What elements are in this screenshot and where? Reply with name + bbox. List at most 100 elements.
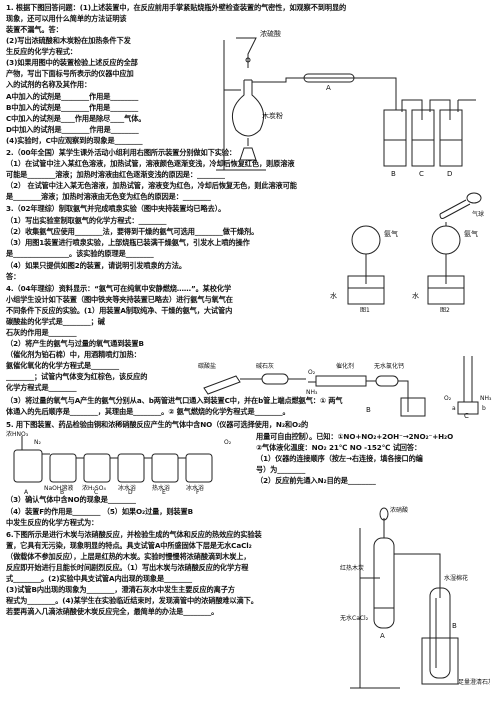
fig4-label-c: C — [464, 412, 469, 418]
fig5-label-d: D — [128, 489, 133, 494]
q3-part2: （2）收集氨气应使用________法，要得到干燥的氨气可选用________做… — [6, 227, 259, 236]
figure-3-fountain: 氨气 氨气 水 水 图1 图2 — [330, 222, 490, 312]
fig4-label-soda-lime: 碱石灰 — [256, 362, 274, 370]
fig1-label-a: A — [326, 84, 331, 92]
q3-answer: 答： — [6, 272, 21, 281]
figure-5-no-detection: 浓HNO₃ N₂ O₂ NaOH溶液 浓H₂SO₄ 冰水浴 热水浴 冰水浴 A … — [4, 430, 254, 494]
fig5-label-o2: O₂ — [224, 439, 232, 446]
q6-stem-cont2: （做载体不参加反应），上层是红热的木炭。实验时慢慢将浓硝酸滴到木炭上， — [6, 552, 251, 561]
q6-part3: 程式为________。(4)某学生在实验临近结束时，发现滴管中的浓硝酸难以滴下… — [6, 596, 258, 605]
fig1-label-conc-h2so4: 浓硫酸 — [260, 29, 281, 38]
fig4-label-b: B — [366, 406, 371, 414]
fig4-label-o2-2: O₂ — [444, 395, 452, 402]
fig5-label-b: B — [60, 489, 64, 494]
q5-part1-cont: 号）为________ — [256, 465, 306, 474]
fig4-label-nh3-1: NH₃ — [306, 389, 318, 396]
fig3-label-ammonia-2: 氨气 — [464, 229, 478, 238]
q1-part1: 装置不漏气。答： — [6, 25, 63, 34]
fig5-label-ice-bath-1: 冰水浴 — [118, 484, 136, 492]
fig6-label-b: B — [452, 622, 457, 630]
fig3-label-water-2: 水 — [412, 291, 419, 300]
fig4-label-nh3-2: NH₃ — [480, 395, 492, 402]
fig1-label-b: B — [391, 170, 396, 178]
q4-part2: （2）将产生的氨气与过量的氧气通到装置B — [6, 339, 144, 348]
q4-part1: 碳酸盐的化学式是________；碱 — [6, 317, 105, 326]
fig5-label-c: C — [94, 489, 98, 494]
fig1-label-charcoal: 木炭粉 — [262, 111, 283, 120]
fig4-label-cacl2: 无水氯化钙 — [374, 362, 404, 370]
q1-reagent-c: C中加入的试剂是____作用是除尽____气体。 — [6, 114, 146, 123]
q1-stem: 1. 根据下图回答问题：(1)上述装置中，在反应前用手掌紧贴烧瓶外壁检查装置的气… — [6, 3, 347, 12]
q1-part3-cont2: 入的试剂的名称及其作用： — [6, 80, 92, 89]
q1-part2-cont: 生反应的化学方程式： — [6, 47, 77, 56]
q5-known: 用量可自由控制）。已知：①NO+NO₂+2OH⁻→2NO₂⁻+H₂O — [256, 432, 454, 441]
fig1-label-c: C — [419, 170, 424, 178]
q5-part2: （2）反应前先通入N₂目的是________ — [256, 476, 376, 485]
q6-stem-cont: 置，它具有无污染，现象明显的特点。具支试管A中所盛固体下层是无水CaCl₂ — [6, 541, 252, 550]
q1-part2: (2)写出浓硫酸和木炭粉在加热条件下发 — [6, 36, 131, 45]
q4-part2-eq2: 化学方程式是________ — [6, 383, 77, 392]
figure-4-ammonia-oxidation: 碳酸盐 碱石灰 A 催化剂 无水氯化钙 B O₂ NH₃ O₂ NH₃ a b … — [196, 352, 492, 418]
fig6-label-cacl2: 无水CaCl₂ — [340, 614, 369, 622]
q2-part1: （1）在试管中注入某红色溶液，加热试管，溶液颜色逐渐变浅，冷却后恢复红色，则原溶… — [6, 159, 295, 168]
fig3-caption-2: 图2 — [440, 307, 450, 312]
figure-2-balloon-tube: 气球 — [436, 188, 492, 220]
q4-part3: （3）将过量的氧气与A产生的氨气分别从a、b两管进气口通入到装置C中，并在b管上… — [6, 396, 343, 405]
q3-part3-cont: 是________________。该实验的原理是________ — [6, 249, 154, 258]
figure-6-charcoal-nitric: 浓硝酸 红热木炭 无水CaCl₂ A 水湿棉花 B 足量澄清石灰水 — [340, 488, 490, 698]
q1-reagent-d: D中加入的试剂是________作用是________ — [6, 125, 139, 134]
fig5-label-e: E — [162, 489, 166, 494]
q4-stem-cont2: 不同条件下反应的实验。(1）用装置A制取纯净、干燥的氨气，大试管内 — [6, 306, 233, 315]
fig5-label-ice-bath-2: 冰水浴 — [186, 484, 204, 492]
q4-part3-cont: 体通入的先后顺序是________，其理由是________。② 氨气燃烧的化学… — [6, 407, 290, 416]
q1-part3: (3)如果用图中的装置检验上述反应的全部 — [6, 58, 138, 67]
q1-part3-cont: 产物，写出下面标号所表示的仪器中应加 — [6, 69, 134, 78]
q6-part2: (3)试管B内出现的现象为________，澄清石灰水中发生主要反应的离子方 — [6, 585, 235, 594]
q2-part2-cont: 是________溶液；加热时溶液由无色变为红色的原因是：________ — [6, 192, 211, 201]
q3-part4: （4）如果只提供如图2的装置，请说明引发喷泉的方法。 — [6, 261, 186, 270]
q5-part4: （4）装置F的作用是________ （5）如果O₂过量，则装置B — [6, 507, 193, 516]
q4-stem-cont: 小组学生设计如下装置（图中铁夹等夹持装置已略去）进行氨气与氧气在 — [6, 295, 233, 304]
q2-stem: 2.（00年全国）某学生课外活动小组利用右图所示装置分别做如下实验： — [6, 148, 236, 157]
q5-stem: 5. 用下图装置、药品检验由铜和浓稀硝酸反应产生的气体中含NO（仪器可选择使用，… — [6, 420, 309, 429]
fig5-label-naoh: NaOH溶液 — [44, 484, 73, 492]
fig3-label-ammonia-1: 氨气 — [384, 229, 398, 238]
q4-part2-eq: 氨催化氧化的化学方程式是________ — [6, 361, 120, 370]
figure-1-apparatus: 浓硫酸 木炭粉 A B C D — [196, 20, 486, 180]
q1-reagent-b: B中加入的试剂是________作用是________ — [6, 103, 139, 112]
fig4-label-o2-1: O₂ — [308, 369, 316, 376]
q6-stem-cont3: 反应即开始进行且能长时间剧烈反应。（1）写出木炭与浓硝酸反应的化学方程 — [6, 563, 249, 572]
fig5-label-a: A — [24, 489, 29, 494]
q3-stem: 3.（02年理综）制取氨气并完成喷泉实验（图中夹持装置均已略去）。 — [6, 204, 226, 213]
fig1-label-d: D — [447, 170, 452, 178]
q3-part3: （3）用图1装置进行喷泉实验，上部烧瓶已装满干燥氨气，引发水上喷的操作 — [6, 238, 250, 247]
fig5-label-hot-bath: 热水浴 — [152, 484, 170, 492]
q4-stem: 4.（04年理综）资料显示：“氨气可在纯氧中安静燃烧……”。某校化学 — [6, 284, 232, 293]
q3-part1: （1）写出实验室制取氨气的化学方程式：________ — [6, 216, 167, 225]
q5-part1: （1）仪器的连接顺序（按左→右连接，填各接口的编 — [256, 454, 423, 463]
fig5-label-f: F — [196, 489, 200, 494]
fig6-label-a: A — [380, 632, 385, 640]
fig3-caption-1: 图1 — [360, 307, 370, 312]
fig4-label-a: A — [226, 406, 231, 414]
q6-part1: 式________。(2)实验中具支试管A内出现的现象是________ — [6, 574, 193, 583]
q4-part2-cont2: ________；试管内气体变为红棕色，该反应的 — [6, 372, 148, 381]
q1-stem-cont: 现象，还可以用什么简单的方法证明该 — [6, 14, 127, 23]
fig4-label-inlet-a: a — [452, 405, 456, 412]
fig4-label-catalyst: 催化剂 — [336, 362, 354, 370]
q1-reagent-a: A中加入的试剂是________作用是________ — [6, 92, 139, 101]
q5-part5-cont: 中发生反应的化学方程式为： — [6, 518, 99, 527]
fig6-label-limewater: 足量澄清石灰水 — [458, 678, 490, 686]
fig6-label-hot-charcoal: 红热木炭 — [340, 564, 364, 572]
fig4-label-carbonate: 碳酸盐 — [198, 362, 216, 370]
fig5-label-h2so4: 浓H₂SO₄ — [82, 484, 106, 492]
q4-part2-cont: （催化剂为铂石棉）中，用酒精喷灯加热： — [6, 350, 141, 359]
q4-part1-cont: 石灰的作用是________ — [6, 328, 77, 337]
fig2-label-balloon: 气球 — [472, 210, 484, 218]
q6-stem: 6.下图所示是进行木炭与浓硝酸反应，并检验生成的气体和反应的热效应的实验装 — [6, 530, 262, 539]
q1-part4: (4)实验时，C中应观察到的现象是________ — [6, 136, 143, 145]
q2-part1-cont: 可能是________溶液；加热时溶液由红色逐渐变浅的原因是：________ — [6, 170, 225, 179]
fig4-label-inlet-b: b — [482, 405, 486, 412]
fig3-label-water-1: 水 — [330, 291, 337, 300]
